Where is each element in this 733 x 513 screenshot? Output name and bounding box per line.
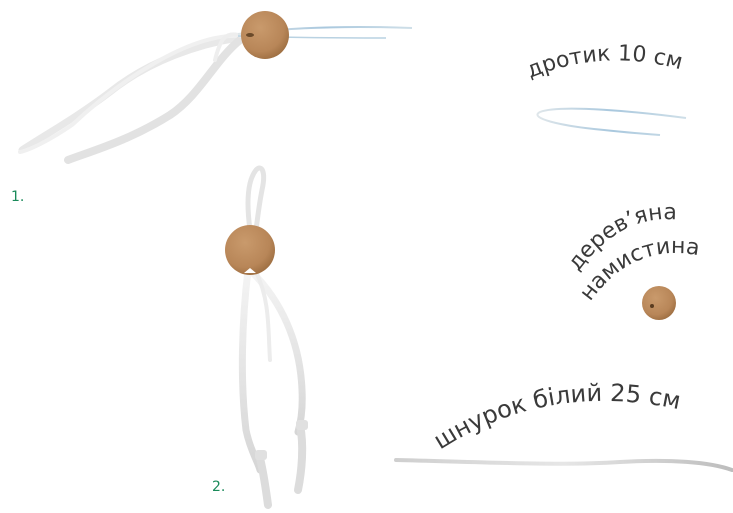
legend-cord: шнурок білий 25 см bbox=[394, 379, 733, 472]
wire-label: дротик 10 см bbox=[523, 41, 685, 83]
cord-knot bbox=[255, 450, 267, 460]
cord-loop bbox=[245, 165, 267, 233]
cord-sample bbox=[394, 458, 733, 472]
bead-hole bbox=[246, 33, 254, 37]
cord-strand bbox=[213, 32, 244, 62]
bead-hole bbox=[650, 304, 654, 308]
cord-end bbox=[256, 454, 272, 509]
step-2-number: 2. bbox=[212, 479, 226, 495]
cord-strand bbox=[238, 266, 264, 474]
cord-knot bbox=[296, 420, 308, 430]
cord-strand bbox=[248, 268, 306, 436]
cord-strand bbox=[254, 270, 272, 362]
cord-strand bbox=[18, 33, 240, 154]
wooden-bead bbox=[225, 225, 275, 275]
wire-sample bbox=[536, 107, 687, 136]
cord-label: шнурок білий 25 см bbox=[429, 379, 683, 455]
step-1-number: 1. bbox=[11, 189, 25, 205]
cord-end bbox=[294, 421, 307, 494]
legend-wire: дротик 10 см bbox=[523, 41, 687, 136]
legend-bead: дерев’яна намистина bbox=[563, 200, 701, 320]
wooden-bead bbox=[241, 11, 289, 59]
step-1-illustration bbox=[18, 11, 413, 164]
cord-strand bbox=[64, 36, 244, 164]
step-2-illustration bbox=[225, 165, 308, 509]
bead-sample bbox=[642, 286, 676, 320]
bead-hole bbox=[244, 268, 256, 273]
